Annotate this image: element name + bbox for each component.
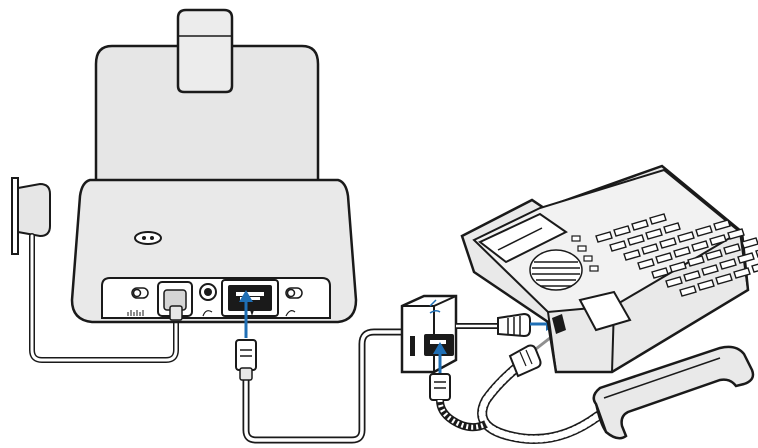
keypad-key[interactable] (651, 267, 669, 279)
base-station (70, 8, 358, 324)
keypad-key[interactable] (665, 276, 683, 288)
keypad-key[interactable] (623, 249, 641, 261)
arrow-to-splitter-port (433, 342, 447, 376)
base-audio-jack[interactable] (199, 283, 217, 301)
keypad-key[interactable] (705, 249, 723, 261)
keypad-key[interactable] (709, 234, 727, 246)
keypad-key[interactable] (663, 222, 681, 234)
power-icon (127, 310, 144, 316)
interface-cable (244, 330, 406, 442)
keypad-key[interactable] (659, 237, 677, 249)
power-plug-neck (169, 305, 183, 321)
keypad-key[interactable] (713, 219, 731, 231)
desk-phone-handset-jack[interactable] (552, 314, 566, 334)
handset[interactable] (592, 345, 755, 440)
keypad-key[interactable] (695, 225, 713, 237)
splitter (400, 294, 458, 374)
sync-button[interactable] (134, 231, 162, 245)
telephone-icon (250, 310, 254, 316)
function-key[interactable] (589, 265, 599, 272)
keypad-key[interactable] (719, 258, 737, 270)
base-station-cradle (176, 8, 234, 94)
keypad-key[interactable] (697, 279, 715, 291)
base-power-port[interactable] (157, 281, 193, 321)
keypad-key[interactable] (683, 270, 701, 282)
arrow-to-telephone-port (239, 290, 253, 338)
power-adapter-body (17, 182, 51, 238)
function-key[interactable] (571, 235, 581, 242)
keypad-key[interactable] (637, 258, 655, 270)
handset-cord-plug-splitter (429, 373, 488, 432)
keypad-key[interactable] (669, 261, 687, 273)
keypad-key[interactable] (723, 243, 741, 255)
interface-cable-plug-base (235, 339, 257, 381)
handset-coiled-cord (478, 356, 602, 443)
keypad-key[interactable] (627, 234, 645, 246)
keypad-key[interactable] (641, 243, 659, 255)
keypad-key[interactable] (701, 264, 719, 276)
speaker-grille (529, 249, 583, 291)
sync-icon (134, 231, 162, 245)
keypad-key[interactable] (677, 231, 695, 243)
keypad-key[interactable] (673, 246, 691, 258)
phone-line-icon (429, 309, 441, 314)
handset-body (592, 345, 755, 440)
keypad-key[interactable] (613, 225, 631, 237)
desk-phone (460, 164, 750, 374)
base-dial-switch-right[interactable] (285, 287, 303, 299)
keypad-key[interactable] (679, 285, 697, 297)
keypad-key[interactable] (727, 228, 745, 240)
handset-cord-plug-phone (508, 344, 542, 378)
keypad-key[interactable] (751, 262, 758, 273)
keypad-key[interactable] (645, 228, 663, 240)
interface-cable-outline (242, 328, 406, 444)
headset-icon (285, 310, 296, 317)
base-dial-switch-left[interactable] (131, 287, 149, 299)
function-key[interactable] (577, 245, 587, 252)
desk-phone-keypad (571, 213, 758, 297)
keypad-key[interactable] (631, 219, 649, 231)
power-adapter (11, 177, 51, 255)
keypad-key[interactable] (715, 273, 733, 285)
keypad-key[interactable] (737, 252, 755, 264)
keypad-key[interactable] (655, 252, 673, 264)
splitter-slot (410, 336, 415, 356)
keypad-key[interactable] (691, 240, 709, 252)
keypad-key[interactable] (741, 237, 758, 249)
keypad-key[interactable] (609, 240, 627, 252)
keypad-key[interactable] (595, 231, 613, 243)
desk-phone-display (578, 290, 632, 332)
power-cable (30, 234, 178, 362)
audio-jack-icon (202, 310, 213, 317)
splitter-output-plug (497, 312, 531, 338)
function-key[interactable] (583, 255, 593, 262)
keypad-key[interactable] (733, 267, 751, 279)
keypad-key[interactable] (687, 255, 705, 267)
keypad-key[interactable] (649, 213, 667, 225)
